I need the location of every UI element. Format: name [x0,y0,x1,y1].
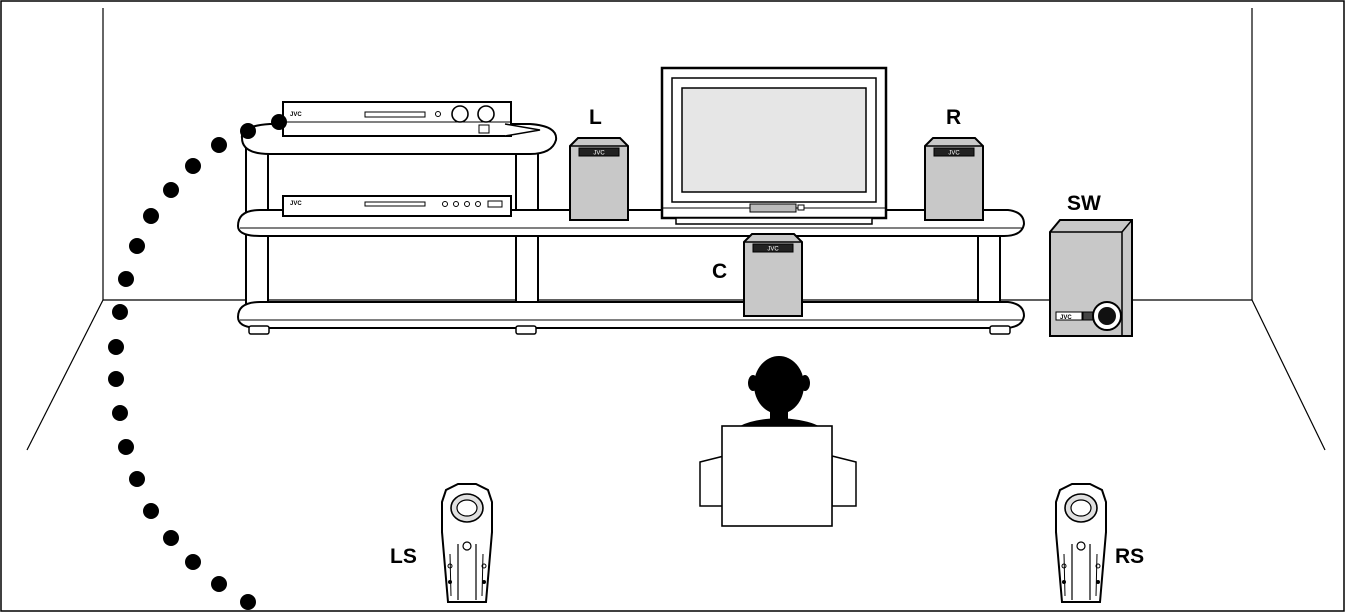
arc-dot [211,137,227,153]
placement-arc [108,114,287,610]
arc-dot [163,182,179,198]
dvd-brand-logo: JVC [290,201,302,207]
speaker-surround-right [1055,483,1107,603]
speaker-front-right [924,137,984,221]
dvd-player-unit: JVC [282,195,512,217]
arc-dot [118,439,134,455]
arc-dot [143,503,159,519]
arc-dot [271,114,287,130]
room-corner-right [1251,299,1326,451]
arc-dot [129,238,145,254]
label-surround-right: RS [1115,545,1145,568]
arc-dot [185,554,201,570]
label-subwoofer: SW [1067,192,1101,215]
arc-dot [108,371,124,387]
arc-dot [143,208,159,224]
speaker-center [743,233,803,317]
label-front-right: R [946,106,962,129]
arc-dot [240,123,256,139]
arc-dot [112,405,128,421]
label-center: C [712,260,728,283]
receiver-brand-logo: JVC [290,112,302,118]
receiver-unit: JVC [282,101,541,137]
speaker-surround-left [441,483,493,603]
arc-dot [185,158,201,174]
arc-dot [108,339,124,355]
label-surround-left: LS [390,545,417,568]
arc-dot [240,594,256,610]
speaker-front-left [569,137,629,221]
arc-dot [118,271,134,287]
label-front-left: L [589,106,602,129]
subwoofer-brand-logo: JVC [1060,315,1072,321]
subwoofer: JVC [1049,219,1133,337]
arc-dot [163,530,179,546]
arc-dot [112,304,128,320]
room-corner-left [26,299,104,451]
chair-icon [699,425,857,527]
arc-dot [129,471,145,487]
av-rack [236,123,1026,335]
arc-dot [211,576,227,592]
television [660,66,888,225]
